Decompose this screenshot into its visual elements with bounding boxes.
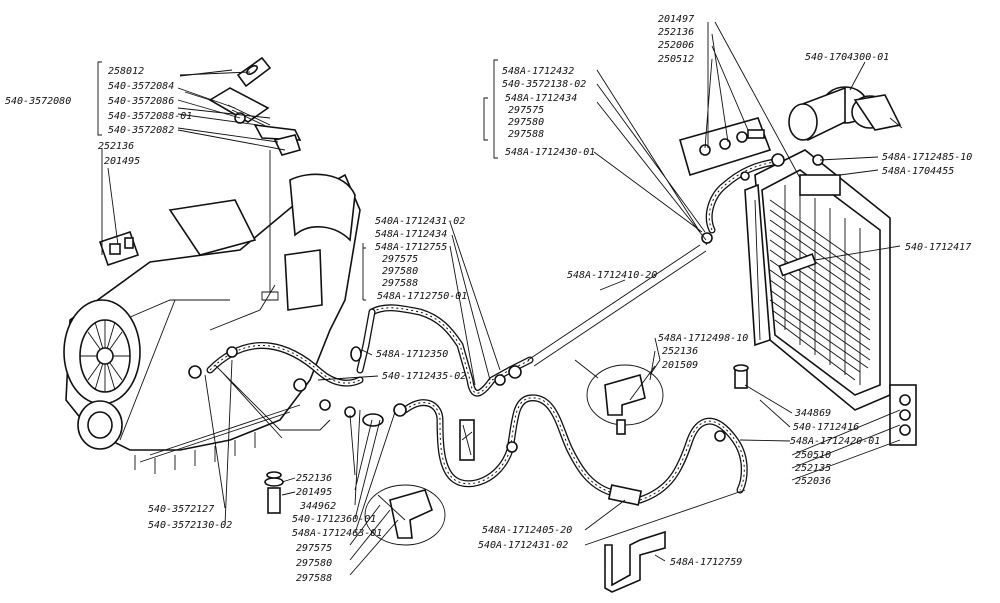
labels-transmission: 540-3572080 258012 540-3572084 540-35720… (5, 66, 232, 531)
label-548a-1712434-upper: 548А-1712434 (505, 93, 577, 104)
label-540-1712360-01: 540-1712360-01 (292, 514, 376, 525)
label-344962: 344962 (299, 501, 336, 512)
label-548a-1712350: 548А-1712350 (376, 349, 448, 360)
label-297580-bottom: 297580 (296, 558, 332, 569)
label-548a-1712750-01: 548А-1712750-01 (377, 291, 467, 302)
label-548a-1712485-10: 548А-1712485-10 (882, 152, 972, 163)
label-252036: 252036 (795, 476, 831, 487)
label-297588-upper: 297588 (508, 129, 544, 140)
label-548a-1712420-01: 548А-1712420-01 (790, 436, 880, 447)
label-540-1712416: 540-1712416 (793, 422, 859, 433)
label-540a-1712431-02-bottom: 540А-1712431-02 (478, 540, 568, 551)
label-201509: 201509 (662, 360, 698, 371)
label-548a-1712434: 548А-1712434 (375, 229, 447, 240)
labels-top-right: 201497 252136 252006 250512 540-1704300-… (658, 14, 972, 253)
label-540-3572084: 540-3572084 (108, 81, 174, 92)
label-297588-top: 297588 (382, 278, 418, 289)
linkage-parts (208, 56, 302, 301)
label-540-3572127: 540-3572127 (148, 504, 214, 515)
label-548a-1712405-20: 548А-1712405-20 (482, 525, 572, 536)
label-344869: 344869 (794, 408, 831, 419)
label-258012: 258012 (108, 66, 144, 77)
label-548a-1712498-10: 548А-1712498-10 (658, 333, 748, 344)
label-bolt-252136: 252136 (98, 141, 134, 152)
label-548a-1712432: 548А-1712432 (502, 66, 574, 77)
label-201497: 201497 (658, 14, 694, 25)
leader-lines (97, 21, 901, 576)
label-oil-filter: 540-1704300-01 (805, 52, 889, 63)
clip-detail (574, 359, 664, 435)
label-548a-1712755: 548А-1712755 (375, 242, 447, 253)
label-297580-top: 297580 (382, 266, 418, 277)
label-297575-upper: 297575 (508, 105, 544, 116)
label-540-3572130-02: 540-3572130-02 (148, 520, 232, 531)
transmission-housing (65, 173, 361, 474)
label-252006: 252006 (658, 40, 694, 51)
labels-right-lower: 548А-1712410-20 548А-1712498-10 252136 2… (567, 270, 880, 487)
label-297588-bottom: 297588 (296, 573, 332, 584)
label-548a-1712463-01: 548А-1712463-01 (292, 528, 382, 539)
label-297575-bottom: 297575 (296, 543, 332, 554)
label-540-3572138-02: 540-3572138-02 (502, 79, 586, 90)
lower-hose-assembly (344, 394, 748, 506)
label-548a-1712759: 548А-1712759 (670, 557, 742, 568)
oil-radiator (744, 149, 891, 411)
label-540-3572082: 540-3572082 (108, 125, 174, 136)
label-548a-1712430-01: 548А-1712430-01 (505, 147, 595, 158)
support-bracket-bottom (604, 530, 666, 593)
label-transmission-assembly: 540-3572080 (5, 96, 71, 107)
label-548a-1704455: 548А-1704455 (882, 166, 954, 177)
radiator-fittings-right (733, 253, 917, 446)
label-540-3572088-01: 540-3572088-01 (108, 111, 192, 122)
oil-filter (788, 86, 903, 142)
upper-radiator-hose (705, 153, 824, 234)
bolt-stack-bottom (264, 471, 284, 514)
label-540-1712435-02: 540-1712435-02 (382, 371, 466, 382)
output-flange (77, 400, 123, 450)
label-548a-1712410-20: 548А-1712410-20 (567, 270, 657, 281)
bolt-plate-top-right (679, 117, 772, 177)
label-252136-top: 252136 (658, 27, 694, 38)
label-540-3572086: 540-3572086 (108, 96, 174, 107)
label-radiator: 540-1712417 (905, 242, 971, 253)
label-297575-top: 297575 (382, 254, 418, 265)
center-hose-assembly (350, 232, 713, 461)
label-bolt-252136-lower: 252136 (296, 473, 332, 484)
label-540a-1712431-02: 540А-1712431-02 (375, 216, 465, 227)
label-washer-201495-lower: 201495 (296, 487, 332, 498)
flywheel-cover (63, 299, 141, 405)
clamp-detail (364, 484, 446, 546)
label-297580-upper: 297580 (508, 117, 544, 128)
transmission-oil-pipes (188, 342, 364, 439)
label-250510: 250510 (795, 450, 831, 461)
labels-bottom: 548А-1712405-20 540А-1712431-02 548А-171… (478, 525, 742, 568)
labels-center: 540А-1712431-02 548А-1712434 548А-171275… (292, 216, 467, 584)
label-washer-201495: 201495 (104, 156, 140, 167)
mounting-bolt-left (98, 230, 140, 267)
labels-upper: 548А-1712432 540-3572138-02 548А-1712434… (502, 66, 595, 158)
label-250512: 250512 (658, 54, 694, 65)
label-252135: 252135 (795, 463, 831, 474)
label-252136-right: 252136 (662, 346, 698, 357)
